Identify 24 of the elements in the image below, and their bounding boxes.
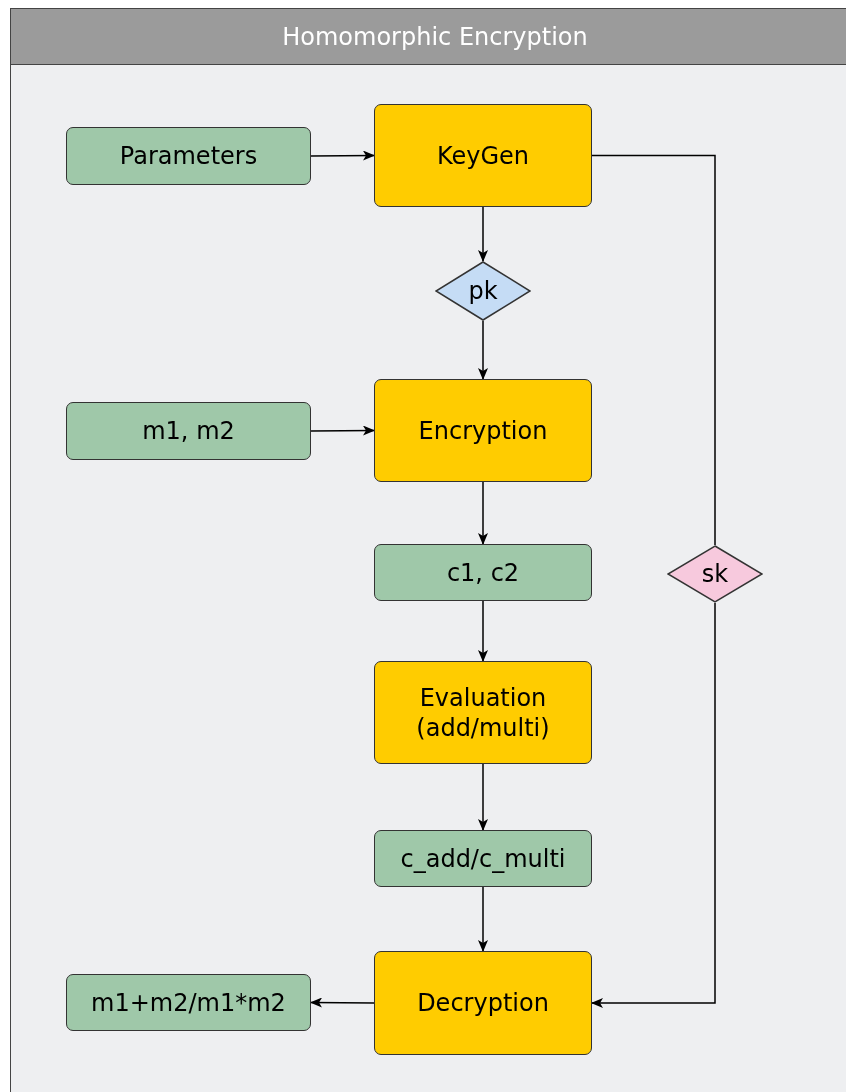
input-box: Parameters	[66, 127, 311, 185]
key-label: sk	[701, 559, 729, 589]
panel-title: Homomorphic Encryption	[282, 21, 588, 52]
arrow	[478, 481, 488, 545]
arrow	[310, 150, 375, 161]
process-box: KeyGen	[374, 104, 592, 207]
arrow	[310, 425, 375, 436]
arrow	[591, 602, 716, 1008]
process-box: Encryption	[374, 379, 592, 482]
container-panel	[10, 8, 846, 1092]
key-label: pk	[468, 276, 498, 306]
process-box: Decryption	[374, 951, 592, 1055]
arrow	[310, 997, 375, 1008]
connector-line	[591, 154, 716, 546]
arrow	[478, 320, 488, 380]
data-box: c_add/c_multi	[374, 830, 592, 887]
data-box: c1, c2	[374, 544, 592, 601]
input-box: m1, m2	[66, 402, 311, 460]
arrow	[478, 763, 488, 831]
arrow	[478, 600, 488, 662]
arrow	[478, 886, 488, 952]
output-box: m1+m2/m1*m2	[66, 974, 311, 1031]
arrow	[478, 206, 488, 262]
process-box: Evaluation (add/multi)	[374, 661, 592, 764]
